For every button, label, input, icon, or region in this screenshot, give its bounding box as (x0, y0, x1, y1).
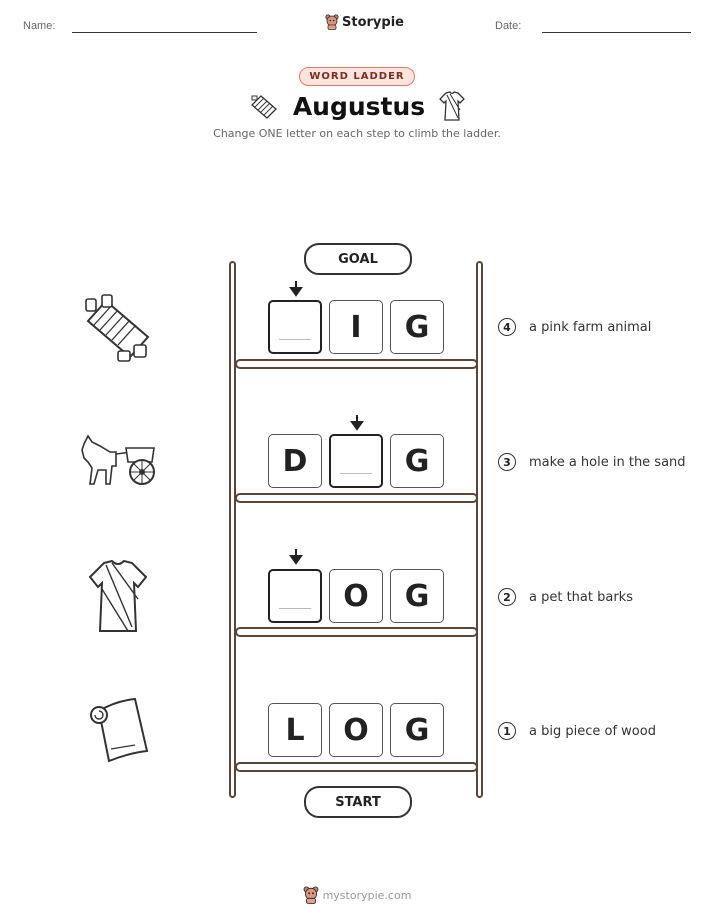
scroll-icon (90, 697, 149, 763)
date-line[interactable] (542, 32, 691, 33)
brand-name: Storypie (342, 14, 404, 30)
clue-text: make a hole in the sand (529, 455, 686, 470)
ladder-rail-left (229, 261, 236, 798)
brand-logo: Storypie (325, 14, 404, 30)
footer-url: mystorypie.com (322, 888, 412, 902)
arrow-down-icon (289, 549, 303, 565)
sled-icon (85, 294, 150, 362)
clue-number: 2 (498, 588, 516, 606)
instructions: Change ONE letter on each step to climb … (213, 127, 501, 140)
letter-box: I (329, 300, 383, 354)
bear-mascot-icon (325, 14, 339, 30)
word-ladder-badge: WORD LADDER (299, 67, 415, 86)
name-label: Name: (23, 20, 56, 32)
clue-number: 1 (498, 722, 516, 740)
letter-box-blank[interactable] (268, 569, 322, 623)
arrow-down-icon (289, 281, 303, 297)
clue-text: a pet that barks (529, 590, 633, 605)
ladder-rung (235, 627, 478, 637)
page-title: Augustus (292, 91, 426, 121)
start-label: START (304, 786, 412, 818)
bear-mascot-icon (303, 886, 319, 904)
chariot-icon (81, 434, 155, 485)
sled-icon (250, 95, 277, 119)
clue-number: 3 (498, 453, 516, 471)
letter-box-blank[interactable] (329, 434, 383, 488)
goal-label: GOAL (304, 243, 412, 275)
ladder-rung (235, 493, 478, 503)
letter-box-blank[interactable] (268, 300, 322, 354)
title-row: Augustus (0, 90, 714, 122)
toga-icon (439, 91, 466, 121)
clue-text: a big piece of wood (529, 724, 656, 739)
letter-box: D (268, 434, 322, 488)
name-line[interactable] (72, 32, 257, 33)
letter-box: G (390, 703, 444, 757)
clue-text: a pink farm animal (529, 320, 652, 335)
ladder-rung (235, 359, 478, 369)
letter-box: O (329, 569, 383, 623)
letter-box: G (390, 569, 444, 623)
badge-wrap: WORD LADDER (0, 67, 714, 86)
footer: mystorypie.com (0, 886, 714, 904)
letter-box: G (390, 300, 444, 354)
letter-box: G (390, 434, 444, 488)
ladder-rail-right (476, 261, 483, 798)
toga-icon (88, 559, 148, 632)
date-label: Date: (495, 20, 522, 32)
ladder-rung (235, 762, 478, 772)
letter-box: O (329, 703, 383, 757)
clue-number: 4 (498, 318, 516, 336)
arrow-down-icon (350, 415, 364, 431)
letter-box: L (268, 703, 322, 757)
